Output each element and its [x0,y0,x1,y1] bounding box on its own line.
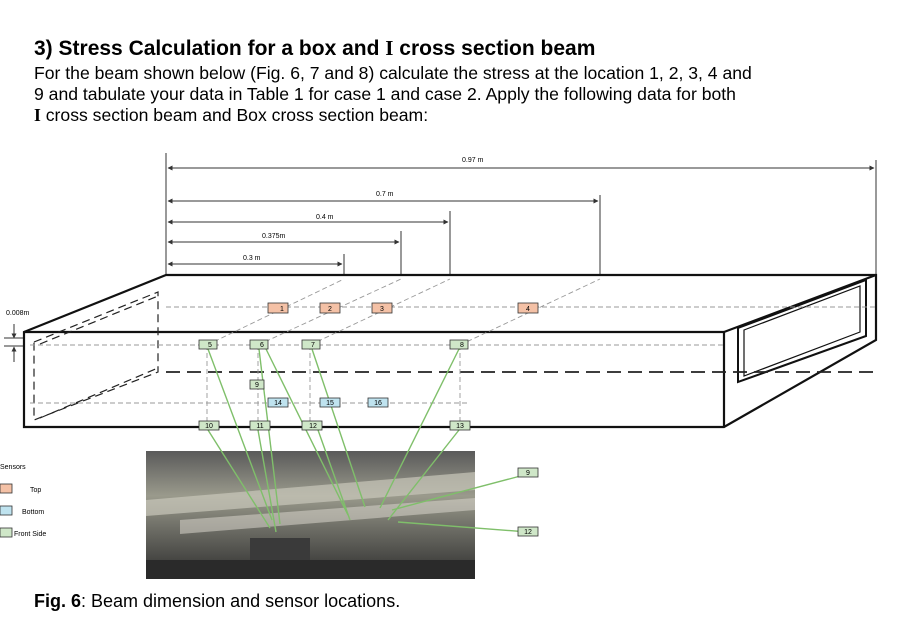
legend-swatch-bottom [0,505,13,516]
svg-text:9: 9 [526,470,530,477]
svg-text:6: 6 [260,342,264,349]
svg-text:8: 8 [460,342,464,349]
sensor-10: 10 [198,420,220,431]
sensor-3: 3 [371,302,393,314]
dim-label-0-375: 0.375m [262,233,286,240]
svg-text:9: 9 [255,382,259,389]
legend-title: Sensors [0,464,26,471]
dimension-lines [165,153,877,300]
sensors-bottom: 9 14 15 16 [249,379,389,408]
svg-text:16: 16 [374,400,382,407]
side-sensor-9: 9 [517,467,539,478]
svg-text:12: 12 [309,423,317,430]
svg-text:14: 14 [274,400,282,407]
caption-text: : Beam dimension and sensor locations. [81,591,401,611]
legend-label-top: Top [30,487,41,494]
sensors-front: 5 6 7 8 [198,339,469,350]
dim-label-0-7: 0.7 m [376,191,394,198]
svg-text:4: 4 [526,306,530,313]
dim-label-wall: 0.008m [6,310,30,317]
svg-text:13: 13 [456,423,464,430]
sensor-photo [146,451,475,579]
sensor-14: 14 [267,397,289,408]
paragraph-line-2: 9 and tabulate your data in Table 1 for … [34,84,736,104]
dim-label-overall: 0.97 m [462,157,484,164]
sensors-top: 1 2 3 4 [267,302,539,314]
legend-swatch-front [0,527,13,538]
sensor-11: 11 [249,420,271,431]
paragraph-i-letter: I [34,105,41,125]
figure-caption: Fig. 6: Beam dimension and sensor locati… [34,591,400,612]
svg-text:5: 5 [208,342,212,349]
svg-text:3: 3 [380,306,384,313]
sensor-6: 6 [249,339,269,350]
sensors-side-labels: 9 12 [517,467,539,537]
sensor-7: 7 [301,339,321,350]
section-number: 3) [34,37,53,60]
sensor-4: 4 [517,302,539,314]
legend-label-bottom: Bottom [22,509,44,516]
sensor-legend: Sensors Top Bottom Front Side [0,464,46,538]
section-heading: 3) Stress Calculation for a box and I cr… [34,36,595,61]
svg-text:7: 7 [311,342,315,349]
sensor-5: 5 [198,339,218,350]
pointer-lines [207,348,529,533]
sensors-front-lower: 10 11 12 13 [198,420,471,431]
sensor-15: 15 [319,397,341,408]
beam-box [22,273,878,429]
heading-part-2: cross section beam [393,37,596,60]
sensor-1: 1 [267,302,289,314]
paragraph-line-1: For the beam shown below (Fig. 6, 7 and … [34,63,752,83]
legend-swatch-top [0,483,13,494]
instructions-paragraph: For the beam shown below (Fig. 6, 7 and … [34,63,884,126]
sensor-16: 16 [367,397,389,408]
svg-text:11: 11 [256,423,263,430]
legend-label-front: Front Side [14,531,46,538]
dim-label-0-4: 0.4 m [316,214,334,221]
heading-i-letter: I [385,36,394,60]
sensor-2: 2 [319,302,341,314]
caption-label: Fig. 6 [34,591,82,611]
svg-text:15: 15 [326,400,334,407]
side-sensor-12: 12 [517,526,539,537]
svg-text:12: 12 [524,529,532,536]
sensor-9: 9 [249,379,265,390]
svg-text:2: 2 [328,306,332,313]
dim-label-0-3: 0.3 m [243,255,261,262]
heading-part-1: Stress Calculation for a box and [58,37,386,60]
paragraph-line-3-text: cross section beam and Box cross section… [40,105,429,125]
sensor-13: 13 [449,420,471,431]
svg-text:10: 10 [205,423,213,430]
paragraph-line-3: I cross section beam and Box cross secti… [34,105,884,126]
svg-text:1: 1 [280,306,284,313]
sensor-8: 8 [449,339,469,350]
sensor-12: 12 [301,420,323,431]
hidden-lines [33,291,876,421]
